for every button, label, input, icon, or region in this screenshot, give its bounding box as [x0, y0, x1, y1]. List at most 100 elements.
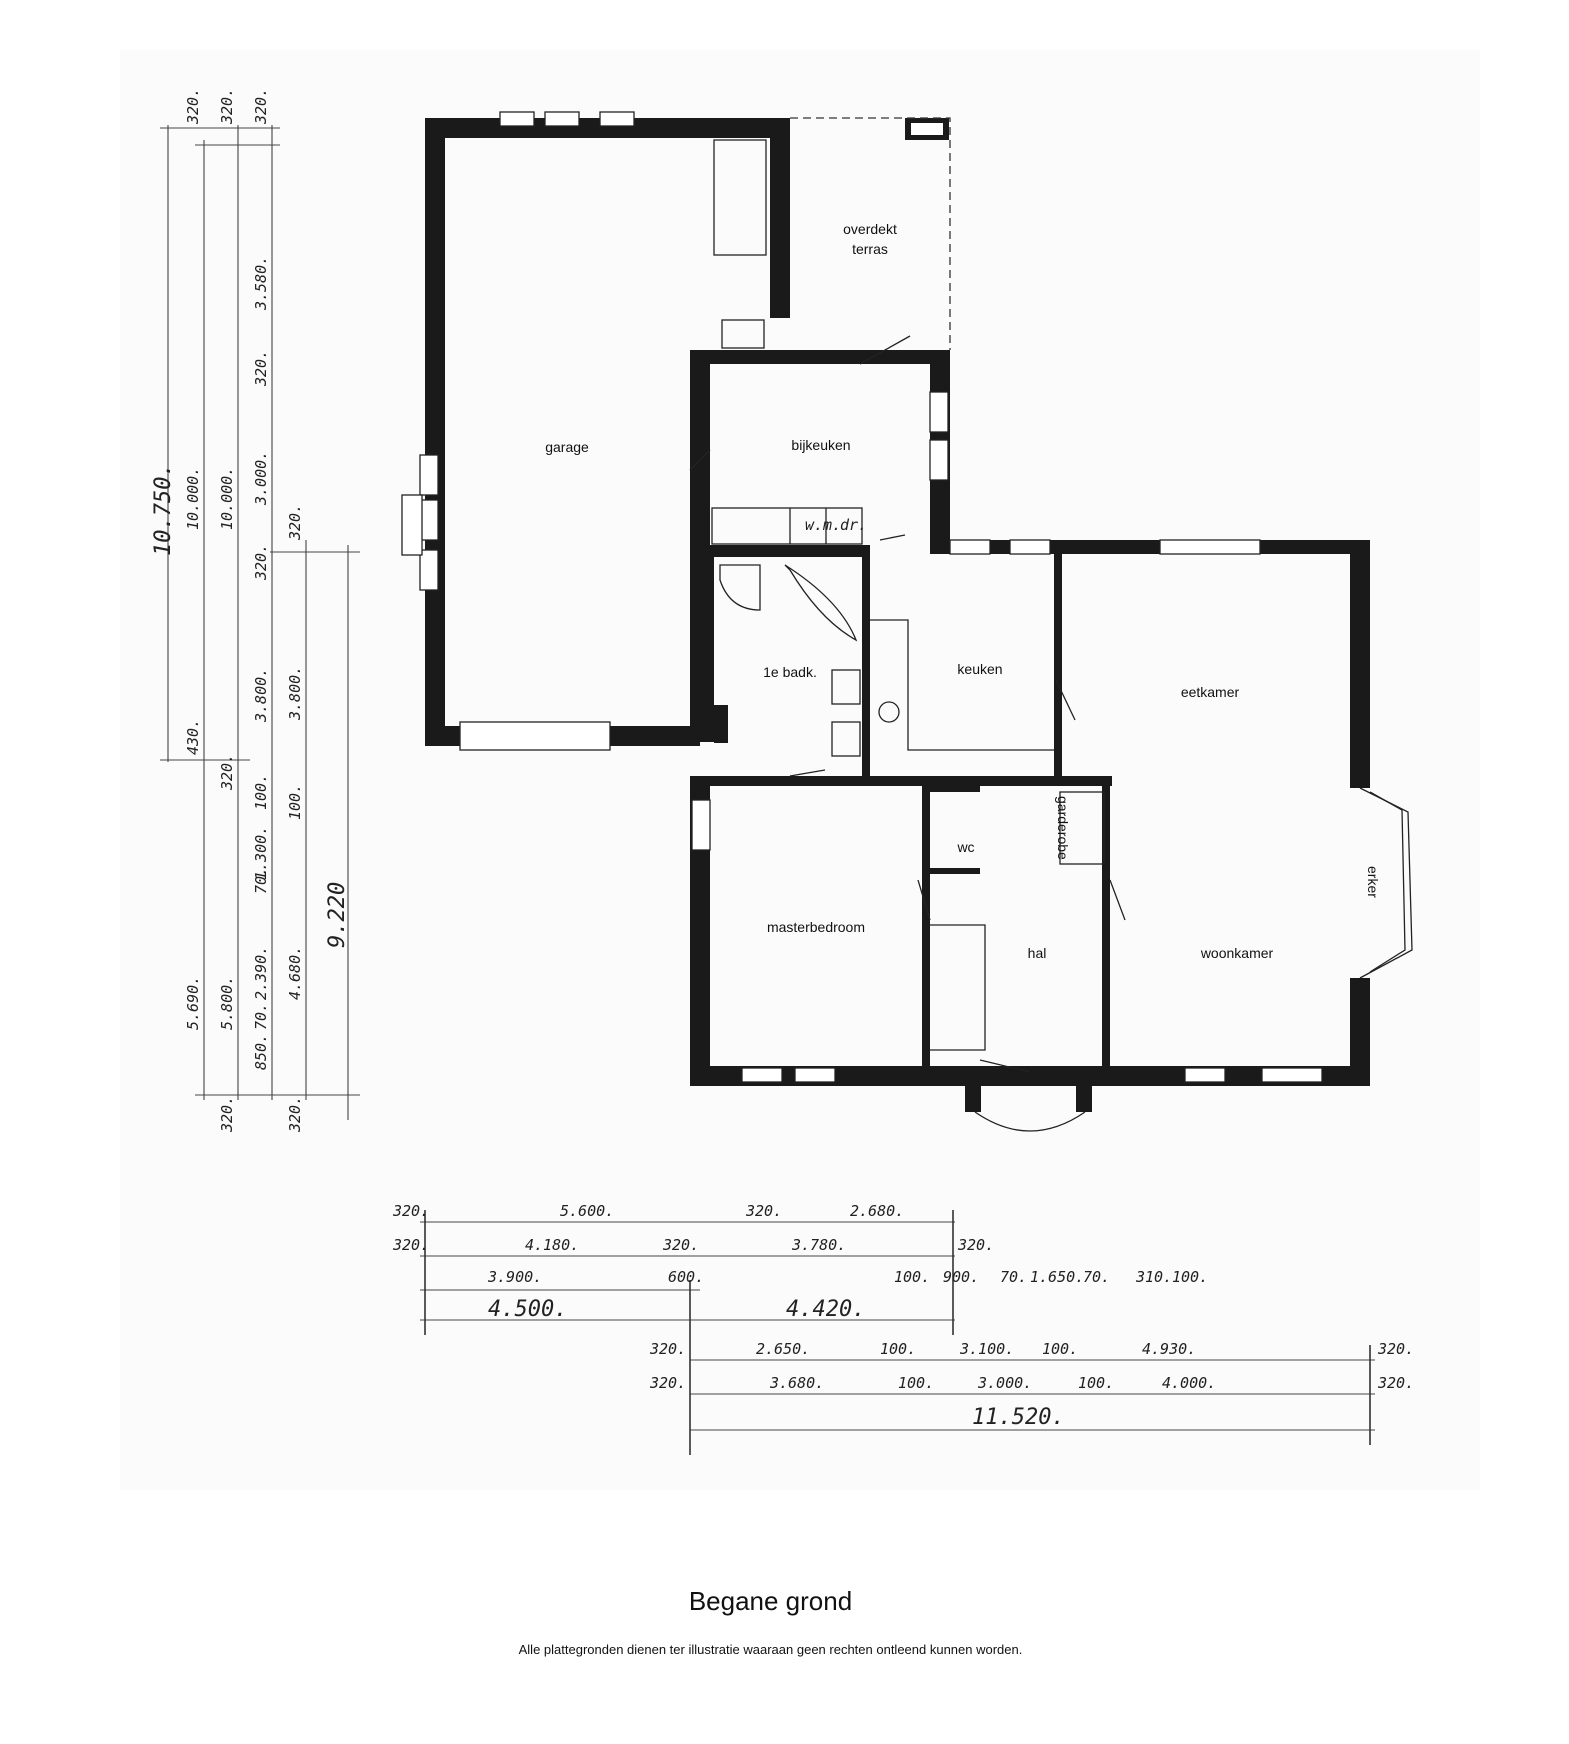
dim-r6-3: 3.000.: [977, 1374, 1032, 1392]
label-woonkamer: woonkamer: [1200, 945, 1274, 961]
dim-r6-4: 100.: [1078, 1374, 1114, 1392]
dim-c2-5: 320.: [218, 1096, 236, 1133]
dim-c3-3: 5.800.: [218, 976, 236, 1030]
kitchen-hob: [878, 701, 900, 723]
door-front: [979, 1059, 1031, 1073]
entrance-porch: [974, 1111, 1086, 1132]
dim-c2-0: 320.: [184, 88, 202, 125]
basin-1: [831, 669, 861, 705]
kitchen-window-2: [1009, 539, 1051, 555]
door-eetkamer: [1055, 679, 1076, 721]
door-bijkeuken: [879, 534, 906, 541]
dim-10750: 10.750.: [151, 463, 176, 556]
wall-hal-woonkamer: [1102, 786, 1110, 1066]
dim-r1-0: 320.: [392, 1202, 429, 1220]
dim-r2-2: 320.: [662, 1236, 699, 1254]
dim-r6-2: 100.: [898, 1374, 934, 1392]
label-badkamer: 1e badk.: [763, 664, 817, 680]
wall-master-hal: [922, 786, 930, 1066]
wall-kitchen-eetkamer: [1054, 554, 1062, 784]
eetkamer-window: [1159, 539, 1261, 555]
dim-r3-1: 600.: [668, 1268, 704, 1286]
dim-r1-3: 2.680.: [850, 1202, 904, 1220]
room-labels: overdekt terras garage bijkeuken 1e badk…: [545, 221, 1381, 961]
basin-2: [831, 721, 861, 757]
garderobe-cupboard: [1059, 791, 1105, 865]
bath-block: [714, 705, 728, 743]
dim-c4-5: 3.800.: [252, 668, 270, 723]
dim-c4-7: 1.300.: [252, 826, 270, 880]
dr-label: dr.: [840, 516, 867, 534]
dim-r6-0: 320.: [649, 1374, 686, 1392]
dim-r5-0: 320.: [649, 1340, 686, 1358]
garage-window-1: [499, 111, 535, 127]
label-garage: garage: [545, 439, 589, 455]
dim-r3-5: 1.650.: [1030, 1268, 1084, 1286]
wall-bijkeuken-top-left: [690, 350, 870, 364]
dim-c4-9: 2.390.: [252, 946, 270, 1000]
bottom-window-3: [1184, 1067, 1226, 1083]
label-keuken: keuken: [957, 661, 1002, 677]
wall-garage-left: [425, 118, 445, 746]
kitchen-window-1: [949, 539, 991, 555]
plan-disclaimer: Alle plattegronden dienen ter illustrati…: [518, 1642, 1023, 1657]
label-eetkamer: eetkamer: [1181, 684, 1240, 700]
dim-r3-6: 70.: [1083, 1268, 1110, 1286]
wall-bijkeuken-top-right: [860, 350, 950, 364]
dim-9220: 9.220: [325, 882, 350, 948]
label-hal: hal: [1028, 945, 1047, 961]
dim-r3-3: 900.: [943, 1268, 979, 1286]
label-terras: terras: [852, 241, 888, 257]
wall-woonkamer-right: [1350, 978, 1370, 1086]
dim-c2-3: 320.: [218, 754, 236, 791]
hal-stair: [930, 924, 986, 1051]
dim-r3-2: 100.: [894, 1268, 930, 1286]
wall-bath-left: [700, 552, 714, 742]
dim-c4-8: 70.: [252, 867, 270, 894]
chimney-inner: [911, 123, 943, 135]
dim-c5-0: 320.: [286, 504, 304, 541]
dim-r5-5: 4.930.: [1142, 1340, 1196, 1358]
dim-r5-2: 100.: [880, 1340, 916, 1358]
details: w.m. dr.: [401, 111, 1413, 1132]
garage-side-window-1: [419, 454, 439, 496]
label-garderobe: garderobe: [1055, 796, 1071, 860]
dim-c4-3: 3.000.: [252, 451, 270, 506]
bottom-window-4: [1261, 1067, 1323, 1083]
wall-entrance-left: [965, 1076, 981, 1112]
bottom-window-1: [741, 1067, 783, 1083]
wall-wc-top: [926, 786, 980, 792]
wall-wc-bottom: [926, 868, 980, 874]
bijkeuken-window-1: [929, 391, 949, 433]
dim-r5-3: 3.100.: [959, 1340, 1014, 1358]
dim-c4-0: 320.: [252, 88, 270, 125]
dim-r6-6: 320.: [1377, 1374, 1414, 1392]
dim-r3-7: 310.: [1135, 1268, 1172, 1286]
door-woonkamer: [1109, 879, 1126, 921]
garage-window-2: [544, 111, 580, 127]
bathtub: [784, 564, 858, 642]
dim-c4-2: 320.: [252, 350, 270, 387]
label-bijkeuken: bijkeuken: [791, 437, 850, 453]
kitchen-counter: [870, 619, 1054, 751]
dim-4420: 4.420.: [786, 1297, 865, 1322]
wall-entrance-right: [1076, 1076, 1092, 1112]
dim-r5-1: 2.650.: [756, 1340, 810, 1358]
door-garage: [689, 449, 711, 471]
dim-c4-4: 320.: [252, 544, 270, 581]
dim-c5-3: 4.680.: [286, 946, 304, 1000]
dim-r2-3: 3.780.: [791, 1236, 846, 1254]
left-dimensions: 10.750. 320. 10.000. 430. 320. 5.690. 32…: [151, 88, 360, 1133]
bottom-window-2: [794, 1067, 836, 1083]
door-master: [789, 769, 826, 777]
wall-kitchen-top: [930, 540, 1370, 554]
plan-title: Begane grond: [688, 1586, 853, 1616]
dim-c2-2: 430.: [184, 719, 202, 755]
bijkeuken-window-2: [929, 439, 949, 481]
dim-c5-1: 3.800.: [286, 666, 304, 721]
paper-background: [120, 50, 1480, 1490]
dim-r1-1: 5.600.: [560, 1202, 614, 1220]
dim-c2-4: 5.690.: [184, 976, 202, 1030]
door-terrace: [859, 335, 911, 365]
